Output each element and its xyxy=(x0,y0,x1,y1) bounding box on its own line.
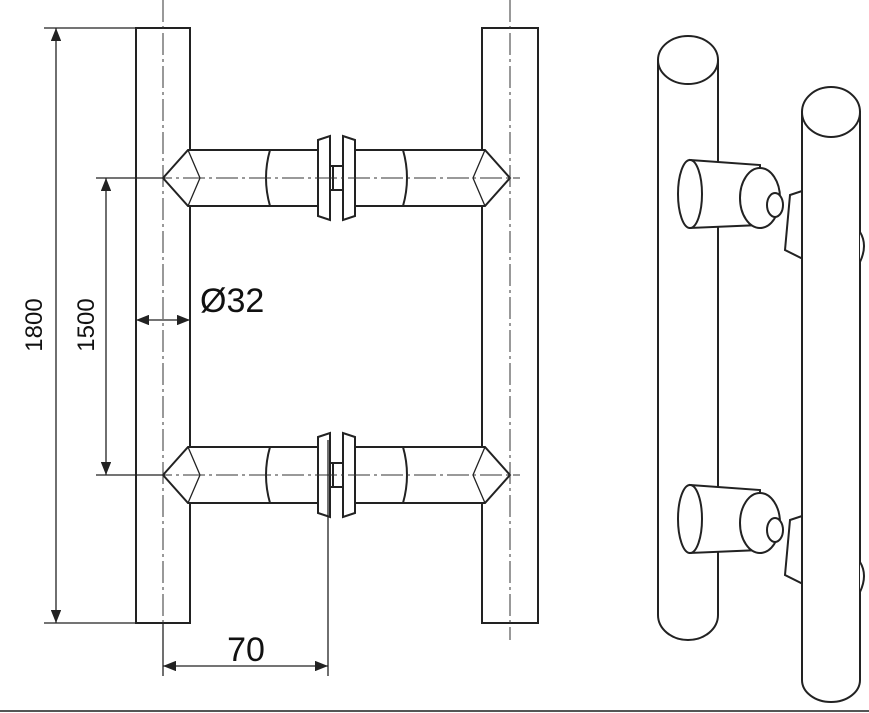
dimension-1500: 1500 xyxy=(73,298,100,351)
dimension-diameter: Ø32 xyxy=(200,282,264,320)
dimension-70: 70 xyxy=(227,631,265,669)
dimension-1800: 1800 xyxy=(21,298,48,351)
dimension-lines xyxy=(44,27,329,676)
front-view xyxy=(135,0,539,640)
perspective-lower-connector xyxy=(677,483,806,587)
perspective-view xyxy=(657,35,865,703)
perspective-upper-connector xyxy=(677,158,806,262)
